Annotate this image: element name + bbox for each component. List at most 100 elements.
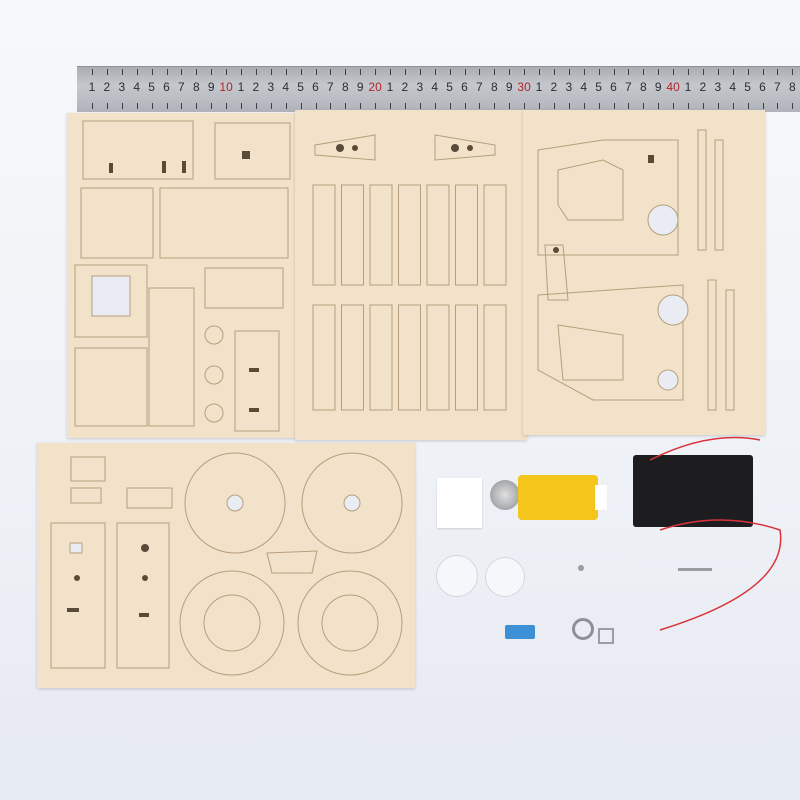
wood-slat xyxy=(369,304,393,411)
ruler-tick xyxy=(151,103,153,109)
wood-slat xyxy=(426,184,450,286)
ruler-label: 8 xyxy=(192,80,200,94)
nut xyxy=(598,628,614,644)
ruler-label: 6 xyxy=(461,80,468,94)
ruler-label: 8 xyxy=(341,80,349,94)
ruler-tick xyxy=(509,103,511,109)
ruler-tick xyxy=(598,103,600,109)
ruler-tick xyxy=(226,103,228,109)
foam-tape xyxy=(437,478,482,528)
wood-board-4 xyxy=(37,443,415,688)
ruler-label: 1 xyxy=(88,80,96,94)
pulley-2 xyxy=(485,557,525,597)
ruler-label: 2 xyxy=(699,80,707,94)
ruler-tick xyxy=(241,103,242,109)
ruler-tick xyxy=(568,103,570,109)
ruler-tick xyxy=(509,69,511,75)
wood-slat xyxy=(483,184,507,286)
ruler-tick xyxy=(106,103,108,109)
ruler-tick xyxy=(583,103,585,109)
ruler-label: 7 xyxy=(178,80,185,94)
ruler-tick xyxy=(688,69,689,75)
ruler-tick xyxy=(524,103,526,109)
wood-slat xyxy=(455,304,478,411)
ruler-tick xyxy=(345,69,347,75)
ruler-tick xyxy=(330,69,332,75)
ruler-label: 40 xyxy=(666,80,680,94)
ruler-tick xyxy=(688,103,689,109)
ruler-tick xyxy=(121,69,123,75)
ruler-tick xyxy=(494,103,496,109)
wood-slat xyxy=(426,304,450,411)
ruler-label: 9 xyxy=(356,80,364,94)
wood-board-1 xyxy=(67,113,299,438)
ruler-label: 6 xyxy=(610,80,617,94)
ruler-label: 2 xyxy=(103,80,111,94)
ruler-tick xyxy=(568,69,570,75)
ruler-label: 10 xyxy=(219,80,233,94)
ruler-label: 1 xyxy=(237,80,245,94)
ruler-tick xyxy=(479,69,481,75)
ruler-label: 30 xyxy=(517,80,531,94)
screw xyxy=(578,565,584,571)
ruler-tick xyxy=(777,69,779,75)
ruler-tick xyxy=(196,103,198,109)
ruler-tick xyxy=(732,103,734,109)
ruler-tick xyxy=(539,69,540,75)
ruler-tick xyxy=(449,103,451,109)
wood-slat xyxy=(369,184,393,286)
wood-board-3 xyxy=(523,110,765,435)
wood-slat xyxy=(483,304,507,411)
ruler-tick xyxy=(598,69,600,75)
ruler-tick xyxy=(673,103,675,109)
ruler-tick xyxy=(658,103,660,109)
ruler-tick xyxy=(747,103,749,109)
ruler-tick xyxy=(300,69,302,75)
ruler-tick xyxy=(553,69,555,75)
toggle-switch xyxy=(505,625,535,639)
ruler-tick xyxy=(360,103,362,109)
ruler-label: 5 xyxy=(744,80,751,94)
ruler-tick xyxy=(479,103,481,109)
ruler-label: 9 xyxy=(505,80,513,94)
ruler-tick xyxy=(434,69,436,75)
wood-board-2 xyxy=(295,110,527,440)
ruler-tick xyxy=(613,69,615,75)
ruler-tick xyxy=(792,69,794,75)
ruler-tick xyxy=(121,103,123,109)
ruler-label: 8 xyxy=(490,80,498,94)
ruler-label: 3 xyxy=(565,80,573,94)
ruler-tick xyxy=(643,103,645,109)
ruler-tick xyxy=(211,69,213,75)
ruler-label: 7 xyxy=(476,80,483,94)
ruler-tick xyxy=(494,69,496,75)
ruler-tick xyxy=(464,69,466,75)
ruler-label: 3 xyxy=(416,80,424,94)
ruler-label: 4 xyxy=(133,80,141,94)
wood-slat xyxy=(312,304,336,411)
ruler-label: 1 xyxy=(386,80,394,94)
ruler-tick xyxy=(732,69,734,75)
ruler-tick xyxy=(136,103,138,109)
ruler-tick xyxy=(464,103,466,109)
ruler-label: 7 xyxy=(774,80,781,94)
metal-axle xyxy=(678,568,712,571)
battery-holder xyxy=(633,455,753,527)
ruler-tick xyxy=(419,103,421,109)
ruler-label: 8 xyxy=(788,80,796,94)
ruler-tick xyxy=(419,69,421,75)
wood-slat xyxy=(341,304,364,411)
ruler-tick xyxy=(330,103,332,109)
ruler-label: 20 xyxy=(368,80,382,94)
wood-slat xyxy=(341,184,364,286)
ruler-tick xyxy=(702,103,704,109)
ruler-tick xyxy=(390,103,391,109)
red-wire xyxy=(649,436,782,631)
ruler-label: 3 xyxy=(118,80,126,94)
ruler-label: 6 xyxy=(163,80,170,94)
ruler-tick xyxy=(106,69,108,75)
ruler-tick xyxy=(285,69,287,75)
ruler-tick xyxy=(658,69,660,75)
ruler-tick xyxy=(285,103,287,109)
ruler-label: 1 xyxy=(535,80,543,94)
